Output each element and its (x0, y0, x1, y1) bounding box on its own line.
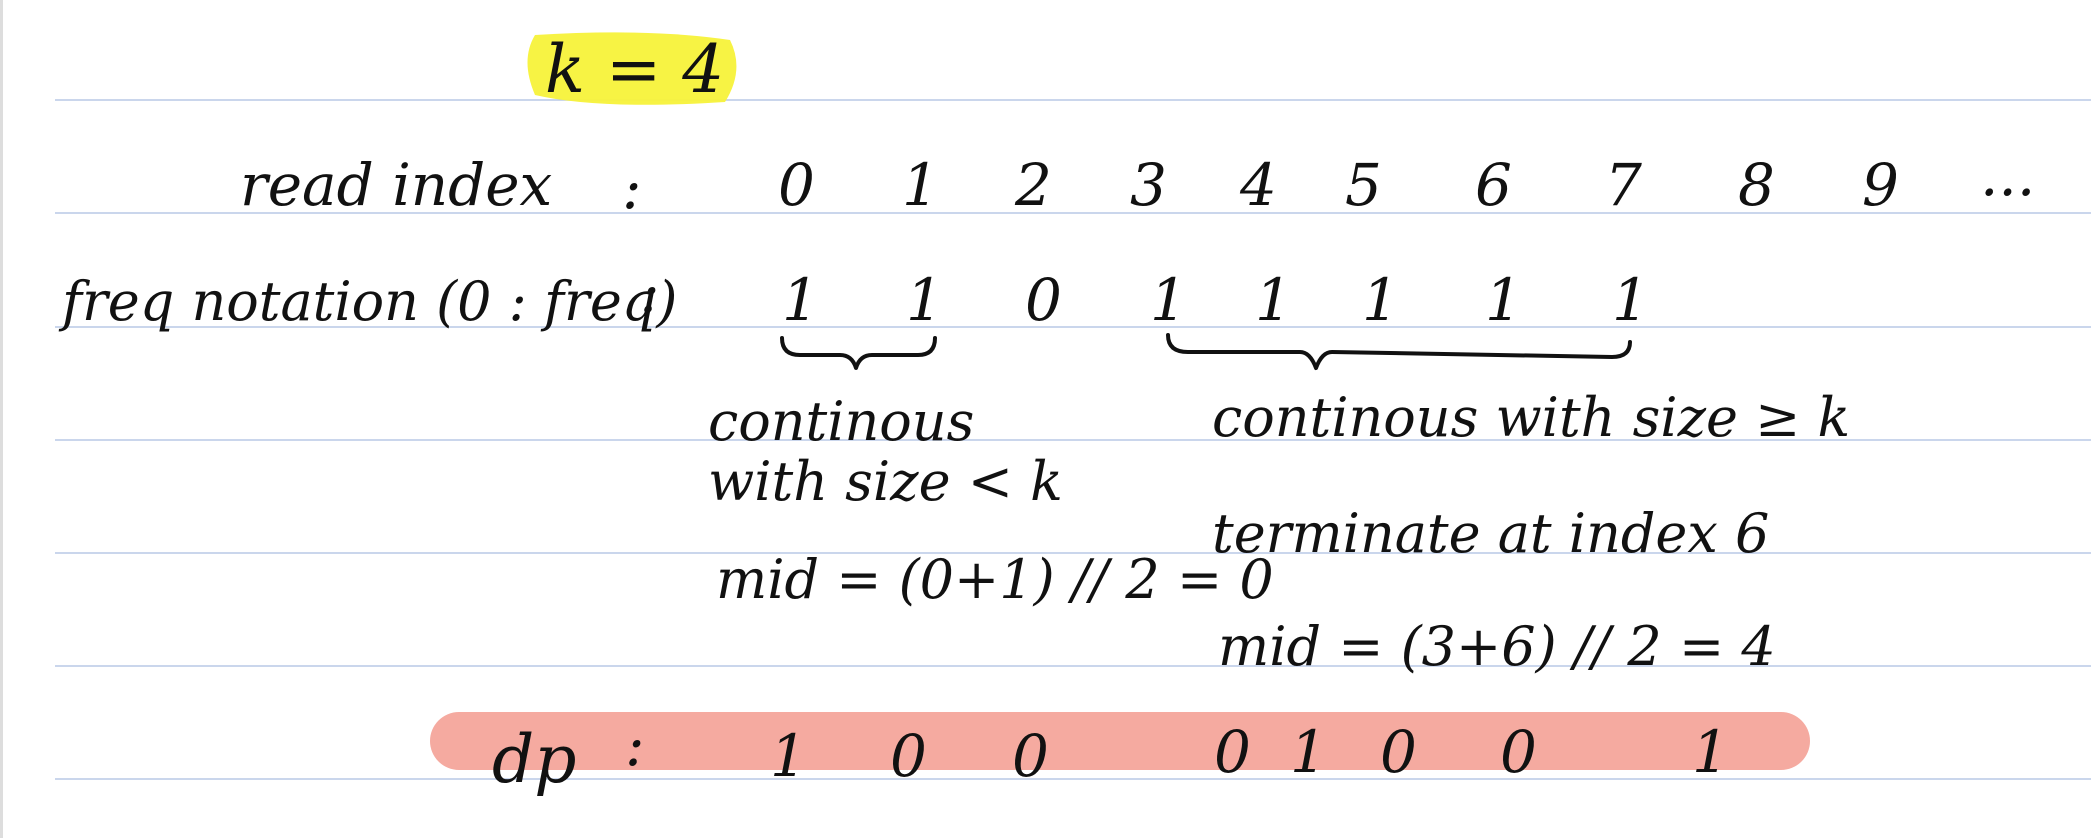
left-note-line1: continous (708, 390, 974, 453)
freq-value: 1 (1255, 266, 1292, 334)
read-index-value: 3 (1130, 151, 1167, 219)
freq-values: 1 1 0 1 1 1 1 1 (782, 266, 1649, 334)
left-note-mid: mid = (0+1) // 2 = 0 (716, 548, 1274, 611)
freq-value: 0 (1025, 266, 1062, 334)
dp-value: 0 (1012, 722, 1049, 790)
dp-values: 1 0 0 0 1 0 0 1 (770, 718, 1729, 790)
freq-sep: : (640, 258, 660, 326)
freq-value: 1 (1362, 266, 1399, 334)
read-index-ellipsis: ... (1980, 141, 2035, 209)
dp-value: 1 (770, 722, 807, 790)
left-brace (780, 336, 937, 370)
dp-value: 1 (1692, 718, 1729, 786)
read-index-value: 7 (1605, 151, 1642, 219)
read-index-value: 6 (1475, 151, 1512, 219)
read-index-value: 4 (1239, 151, 1277, 219)
freq-value: 1 (1485, 266, 1522, 334)
right-brace (1166, 333, 1632, 370)
dp-value: 0 (1380, 718, 1417, 786)
read-index-sep: : (622, 154, 642, 222)
freq-value: 1 (906, 266, 943, 334)
read-index-label: read index (240, 151, 552, 219)
freq-value: 1 (1612, 266, 1649, 334)
title-highlight (527, 32, 737, 105)
dp-value: 0 (1214, 718, 1251, 786)
dp-value: 1 (1290, 718, 1327, 786)
read-index-value: 5 (1345, 151, 1382, 219)
read-index-values: 0 1 2 3 4 5 6 7 8 9 (778, 151, 1899, 219)
right-note-mid: mid = (3+6) // 2 = 4 (1218, 615, 1776, 678)
dp-value: 0 (1500, 718, 1537, 786)
right-note-line2: terminate at index 6 (1212, 502, 1769, 565)
dp-sep: : (625, 711, 645, 779)
read-index-value: 1 (902, 151, 939, 219)
read-index-value: 8 (1738, 151, 1775, 219)
ruled-lines (55, 99, 2091, 780)
freq-value: 1 (782, 266, 819, 334)
freq-value: 1 (1150, 266, 1187, 334)
page-edge (0, 0, 3, 838)
right-note-line1: continous with size ≥ k (1212, 386, 1850, 449)
left-note-line2: with size < k (708, 450, 1063, 513)
freq-label: freq notation (0 : freq) (58, 270, 677, 333)
dp-highlight (430, 712, 1810, 770)
read-index-value: 0 (778, 151, 815, 219)
read-index-value: 2 (1014, 151, 1052, 219)
dp-value: 0 (890, 722, 927, 790)
dp-label: dp (492, 721, 577, 798)
read-index-value: 9 (1862, 151, 1899, 219)
title-text: k = 4 (545, 31, 724, 108)
